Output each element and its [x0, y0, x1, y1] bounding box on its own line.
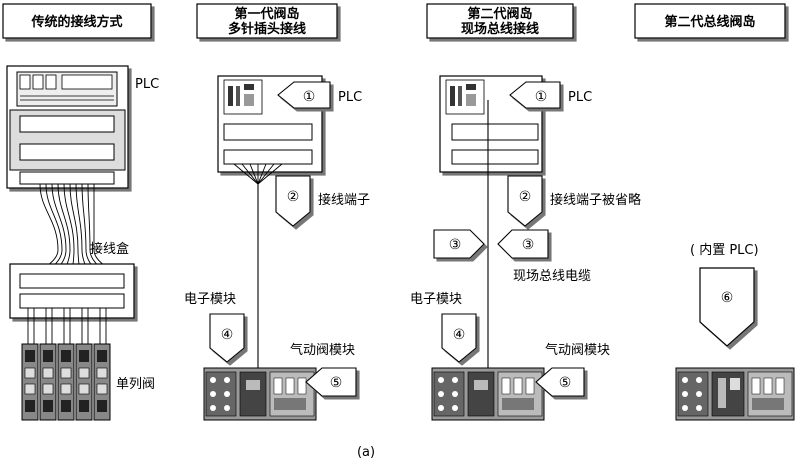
junction-box-label: 接线盒 — [90, 241, 129, 257]
single-valves — [21, 343, 111, 421]
figure-caption: (a) — [357, 445, 375, 460]
header-col2-line1: 第一代阀岛 — [234, 6, 299, 22]
gen2-plc — [439, 75, 543, 173]
header-col1: 传统的接线方式 — [2, 3, 152, 39]
marker-3-right: ③ — [497, 229, 549, 259]
header-col3-line2: 现场总线接线 — [461, 21, 539, 37]
gen1-pneumatic-label: 气动阀模块 — [290, 342, 355, 358]
header-col2-line2: 多针插头接线 — [228, 21, 306, 37]
marker-5-gen2: ⑤ — [535, 367, 585, 397]
marker-1-gen1: ① — [277, 81, 331, 109]
gen2-pneumatic-label: 气动阀模块 — [545, 342, 610, 358]
gen1-multipin-cable — [233, 163, 283, 392]
traditional-plc-label: PLC — [135, 77, 159, 92]
marker-6: ⑥ — [699, 267, 755, 347]
gen1-electronic-module-label: 电子模块 — [184, 292, 236, 307]
header-col4-text: 第二代总线阀岛 — [664, 14, 755, 30]
header-col3: 第二代阀岛 现场总线接线 — [426, 3, 574, 39]
marker-5-text: ⑤ — [330, 375, 343, 391]
junction-box — [9, 263, 135, 319]
gen2-valve-island — [431, 367, 545, 421]
marker-1-text: ① — [303, 89, 316, 105]
header-col3-line1: 第二代阀岛 — [467, 6, 532, 22]
marker-3-left: ③ — [433, 229, 485, 259]
marker-1-gen2: ① — [509, 81, 561, 109]
single-valve — [93, 343, 111, 421]
single-valve-label: 单列阀 — [116, 377, 155, 392]
single-valve — [75, 343, 93, 421]
gen2-electronic-module-label: 电子模块 — [410, 292, 462, 307]
marker-3-text: ③ — [449, 237, 462, 253]
marker-3-text: ③ — [522, 237, 535, 253]
marker-4-gen2: ④ — [441, 313, 477, 363]
marker-4-gen1: ④ — [209, 313, 245, 363]
marker-2-text: ② — [519, 189, 532, 205]
gen2-bus-valve-island — [675, 367, 795, 421]
marker-5-text: ⑤ — [559, 375, 572, 391]
terminal-label: 接线端子 — [318, 192, 370, 208]
marker-2-gen1: ② — [275, 175, 311, 227]
single-valve — [21, 343, 39, 421]
marker-2-text: ② — [287, 189, 300, 205]
gen1-plc-label: PLC — [338, 90, 362, 105]
marker-5-gen1: ⑤ — [305, 367, 357, 397]
gen1-valve-island — [203, 367, 317, 421]
builtin-plc-label: ( 内置 PLC) — [690, 242, 759, 258]
marker-6-text: ⑥ — [721, 290, 734, 306]
marker-4-text: ④ — [453, 327, 466, 343]
header-col1-text: 传统的接线方式 — [30, 14, 122, 30]
valve-wires — [27, 308, 107, 346]
terminal-omitted-label: 接线端子被省略 — [550, 192, 641, 208]
header-col2: 第一代阀岛 多针插头接线 — [196, 3, 338, 39]
fieldbus-cable-label: 现场总线电缆 — [513, 268, 591, 284]
traditional-plc — [6, 65, 129, 189]
traditional-wire-bundle — [39, 183, 113, 277]
single-valve — [39, 343, 57, 421]
gen2-plc-label: PLC — [568, 90, 592, 105]
marker-4-text: ④ — [221, 327, 234, 343]
single-valve — [57, 343, 75, 421]
marker-2-gen2: ② — [507, 175, 543, 227]
header-col4: 第二代总线阀岛 — [634, 3, 786, 39]
marker-1-text: ① — [535, 89, 548, 105]
